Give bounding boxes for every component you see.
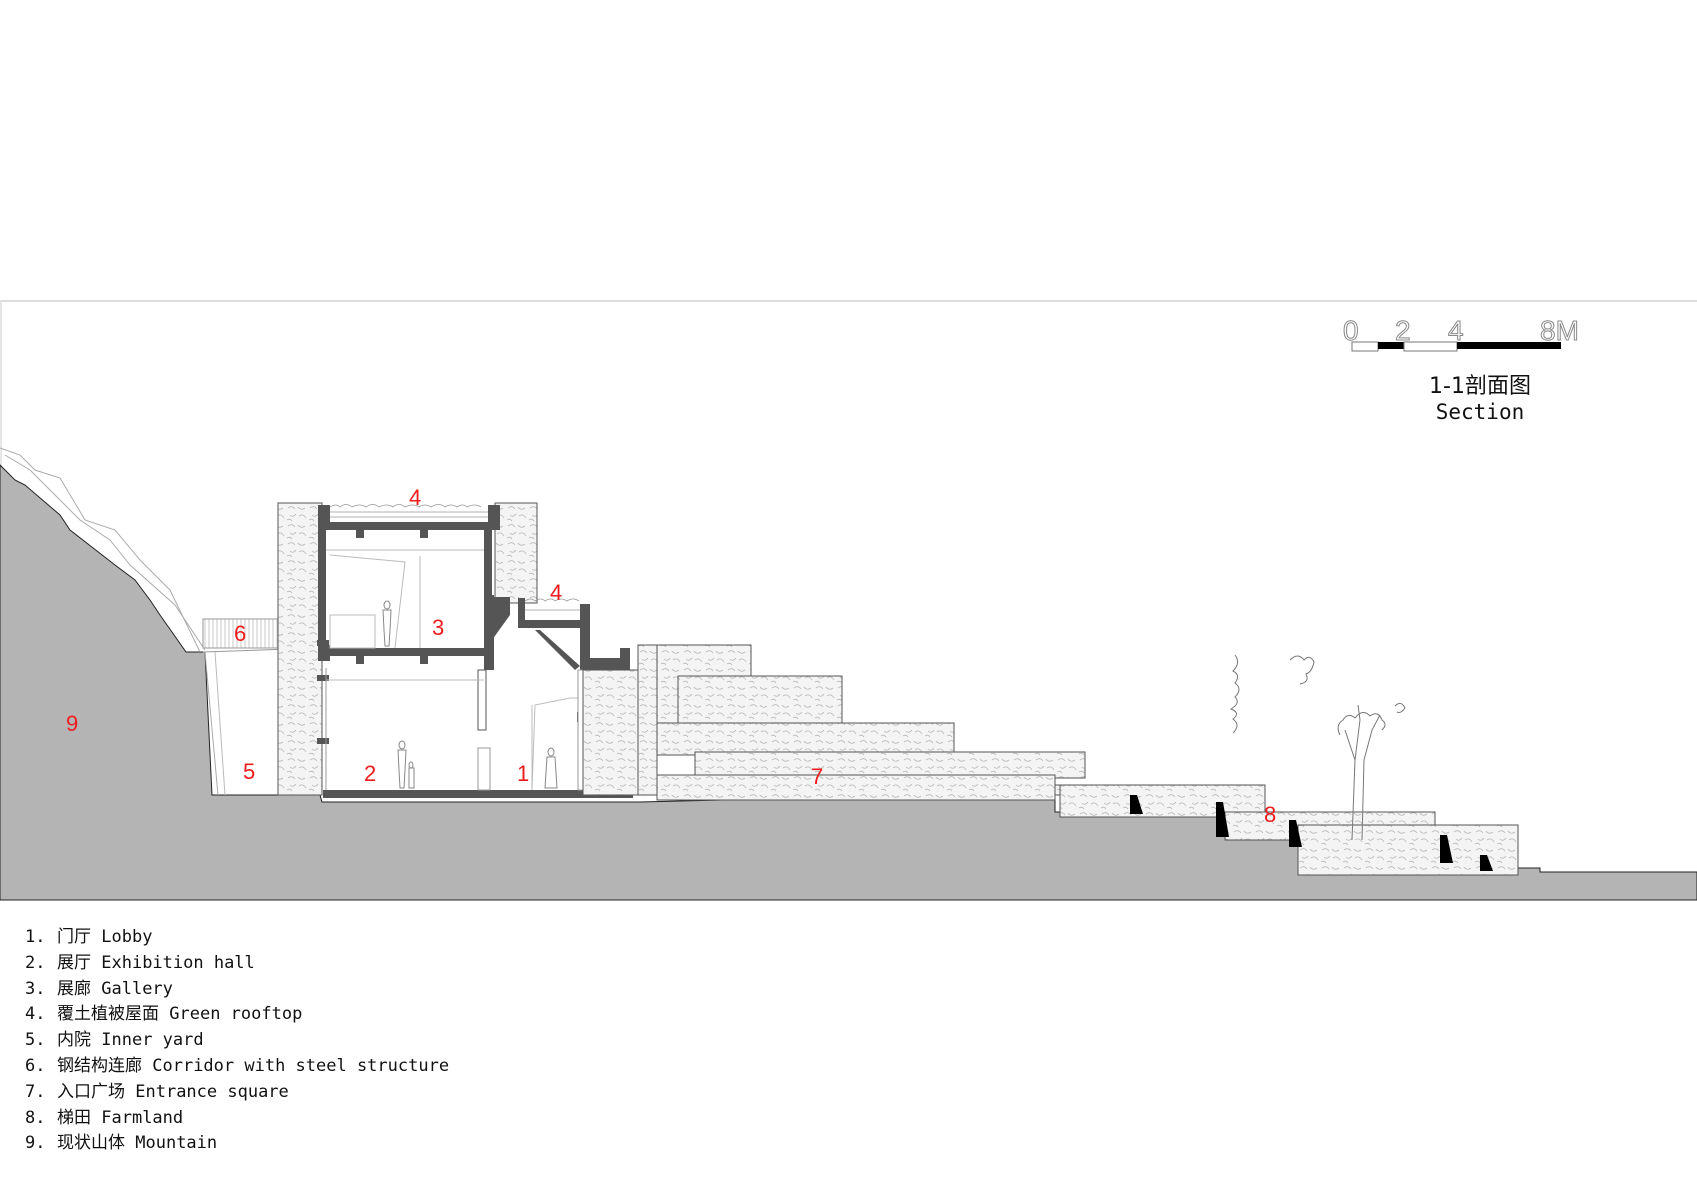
inner-yard-edge	[214, 651, 226, 796]
legend-num: 8.	[25, 1107, 46, 1128]
legend-cn: 入口广场	[57, 1081, 125, 1102]
building-structure	[317, 505, 633, 798]
stone-wall-left	[277, 502, 323, 796]
legend: 1. 门厅 Lobby 2. 展厅 Exhibition hall 3. 展廊 Gal…	[25, 925, 449, 1157]
legend-item: 9. 现状山体 Mountain	[25, 1131, 449, 1157]
legend-en: Green rooftop	[169, 1004, 303, 1025]
label-6: 6	[234, 621, 246, 646]
retaining-walls	[1130, 795, 1493, 871]
legend-en: Lobby	[101, 927, 153, 947]
green-roof	[329, 504, 580, 611]
legend-num: 6.	[25, 1055, 46, 1076]
legend-cn: 门厅	[57, 927, 91, 947]
legend-cn: 现状山体	[57, 1133, 125, 1154]
label-5: 5	[243, 759, 255, 784]
legend-item: 4. 覆土植被屋面 Green rooftop	[25, 1002, 449, 1028]
legend-item: 3. 展廊 Gallery	[25, 977, 449, 1003]
scale-tick-2: 2	[1395, 315, 1411, 346]
label-2: 2	[364, 761, 376, 786]
legend-en: Gallery	[101, 978, 173, 999]
legend-item: 5. 内院 Inner yard	[25, 1028, 449, 1054]
label-8: 8	[1264, 802, 1276, 827]
scale-bar: 0 2 4 8M	[1343, 315, 1579, 352]
entrance-terraces	[582, 644, 1266, 801]
legend-cn: 覆土植被屋面	[57, 1004, 159, 1025]
legend-en: Farmland	[101, 1107, 184, 1128]
stone-wall-right	[494, 502, 538, 604]
legend-cn: 梯田	[57, 1107, 91, 1128]
legend-item: 8. 梯田 Farmland	[25, 1106, 449, 1132]
legend-en: Entrance square	[135, 1081, 289, 1102]
legend-num: 5.	[25, 1030, 46, 1051]
label-4-roof: 4	[409, 485, 421, 510]
legend-num: 3.	[25, 978, 46, 999]
legend-item: 7. 入口广场 Entrance square	[25, 1080, 449, 1106]
label-1: 1	[517, 761, 529, 786]
tree-icon	[1229, 654, 1406, 841]
label-9: 9	[66, 711, 78, 736]
legend-cn: 内院	[57, 1030, 91, 1051]
label-7: 7	[811, 764, 823, 789]
section-title: 1-1剖面图 Section	[1380, 368, 1580, 424]
mountain-surface-lines	[0, 447, 219, 796]
legend-item: 2. 展厅 Exhibition hall	[25, 951, 449, 977]
scale-tick-4: 4	[1448, 315, 1464, 346]
section-title-cn: 1-1剖面图	[1429, 374, 1531, 399]
legend-en: Exhibition hall	[101, 952, 255, 973]
interior-lines	[325, 549, 585, 791]
legend-en: Corridor with steel structure	[152, 1055, 450, 1076]
legend-cn: 展厅	[57, 952, 91, 973]
farmland-terraces	[1059, 784, 1519, 876]
legend-num: 2.	[25, 952, 46, 973]
legend-cn: 展廊	[57, 978, 91, 999]
section-title-en: Section	[1435, 400, 1525, 424]
legend-item: 6. 钢结构连廊 Corridor with steel structure	[25, 1054, 449, 1080]
legend-num: 4.	[25, 1004, 46, 1025]
legend-cn: 钢结构连廊	[57, 1055, 142, 1076]
label-3: 3	[432, 615, 444, 640]
legend-en: Inner yard	[101, 1030, 204, 1051]
scale-tick-0: 0	[1343, 315, 1359, 346]
legend-num: 1.	[25, 927, 46, 947]
legend-en: Mountain	[135, 1133, 218, 1154]
legend-item: 1. 门厅 Lobby	[25, 925, 449, 951]
scale-tick-8m: 8M	[1540, 315, 1579, 346]
label-4-lower-roof: 4	[550, 580, 562, 605]
area-labels: 1 2 3 4 4 5 6 7 8 9	[66, 485, 1276, 827]
human-figures	[382, 600, 558, 789]
legend-num: 9.	[25, 1133, 46, 1154]
legend-num: 7.	[25, 1081, 46, 1102]
